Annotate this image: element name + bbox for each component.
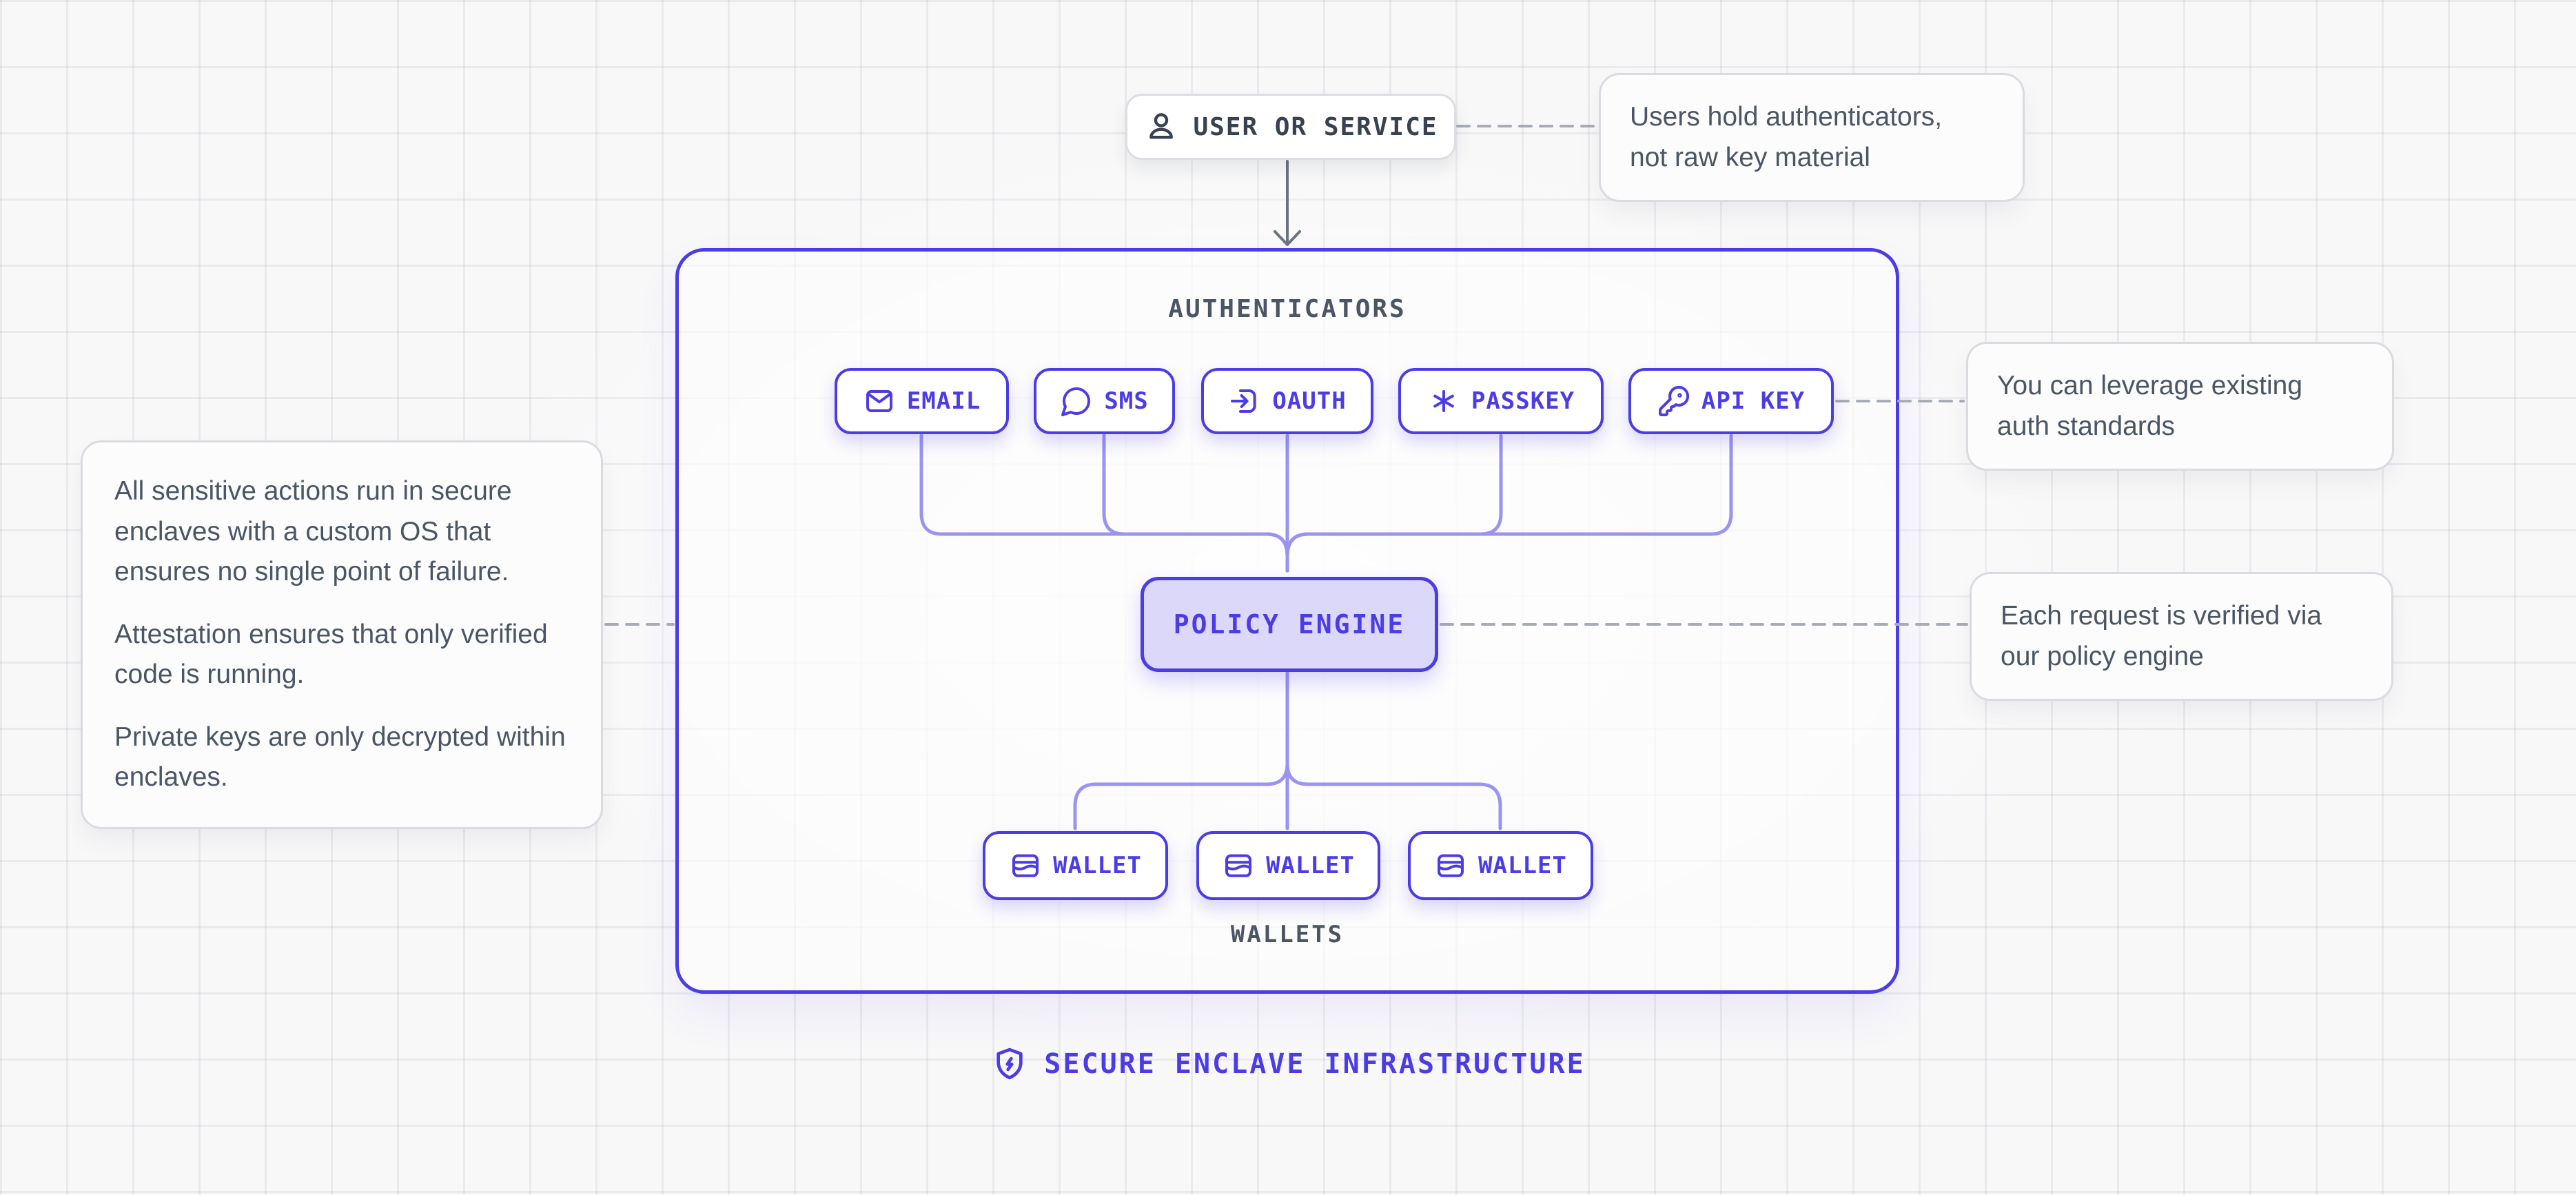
footer-label: SECURE ENCLAVE INFRASTRUCTURE — [1044, 1048, 1586, 1080]
user-annotation: Users hold authenticators, not raw key m… — [1599, 73, 2025, 202]
enclave-annotation: All sensitive actions run in secure encl… — [81, 440, 603, 829]
policy-engine-label: POLICY ENGINE — [1173, 609, 1406, 640]
wallet-label: WALLET — [1053, 852, 1142, 879]
auth-method-label: PASSKEY — [1471, 387, 1575, 415]
wallet-label: WALLET — [1266, 852, 1355, 879]
user-icon — [1143, 109, 1179, 145]
login-icon — [1228, 385, 1261, 418]
user-or-service-label: USER OR SERVICE — [1193, 112, 1438, 141]
auth-method-label: SMS — [1104, 387, 1149, 415]
auth-method-label: API KEY — [1701, 387, 1806, 415]
wallets-title: WALLETS — [1230, 921, 1345, 948]
wallet-icon — [1009, 849, 1042, 882]
key-icon — [1657, 385, 1690, 418]
auth-method-email: EMAIL — [835, 368, 1009, 434]
auth-annotation: You can leverage existing auth standards — [1966, 342, 2394, 471]
footer-caption: SECURE ENCLAVE INFRASTRUCTURE — [0, 1045, 2576, 1083]
auth-method-api-key: API KEY — [1628, 368, 1834, 434]
auth-method-label: EMAIL — [906, 387, 981, 415]
message-icon — [1060, 385, 1093, 418]
wallet-node-1: WALLET — [983, 831, 1168, 900]
wallet-icon — [1434, 849, 1467, 882]
auth-method-label: OAUTH — [1272, 387, 1347, 415]
auth-method-oauth: OAUTH — [1201, 368, 1373, 434]
wallet-icon — [1222, 849, 1255, 882]
enclave-annotation-p2: Attestation ensures that only verified c… — [114, 619, 548, 690]
asterisk-icon — [1427, 385, 1460, 418]
policy-annotation: Each request is verified via our policy … — [1970, 572, 2393, 701]
authenticators-title: AUTHENTICATORS — [1168, 295, 1407, 323]
enclave-annotation-p3: Private keys are only decrypted within e… — [114, 722, 566, 793]
wallet-label: WALLET — [1478, 852, 1567, 879]
user-or-service-node: USER OR SERVICE — [1125, 94, 1456, 160]
wallet-node-2: WALLET — [1196, 831, 1380, 900]
enclave-annotation-p1: All sensitive actions run in secure encl… — [114, 476, 512, 586]
auth-method-passkey: PASSKEY — [1398, 368, 1604, 434]
mail-icon — [863, 385, 896, 418]
policy-engine-node: POLICY ENGINE — [1141, 577, 1438, 672]
auth-method-sms: SMS — [1034, 368, 1175, 434]
wallet-node-3: WALLET — [1408, 831, 1593, 900]
shield-bolt-icon — [990, 1045, 1029, 1083]
